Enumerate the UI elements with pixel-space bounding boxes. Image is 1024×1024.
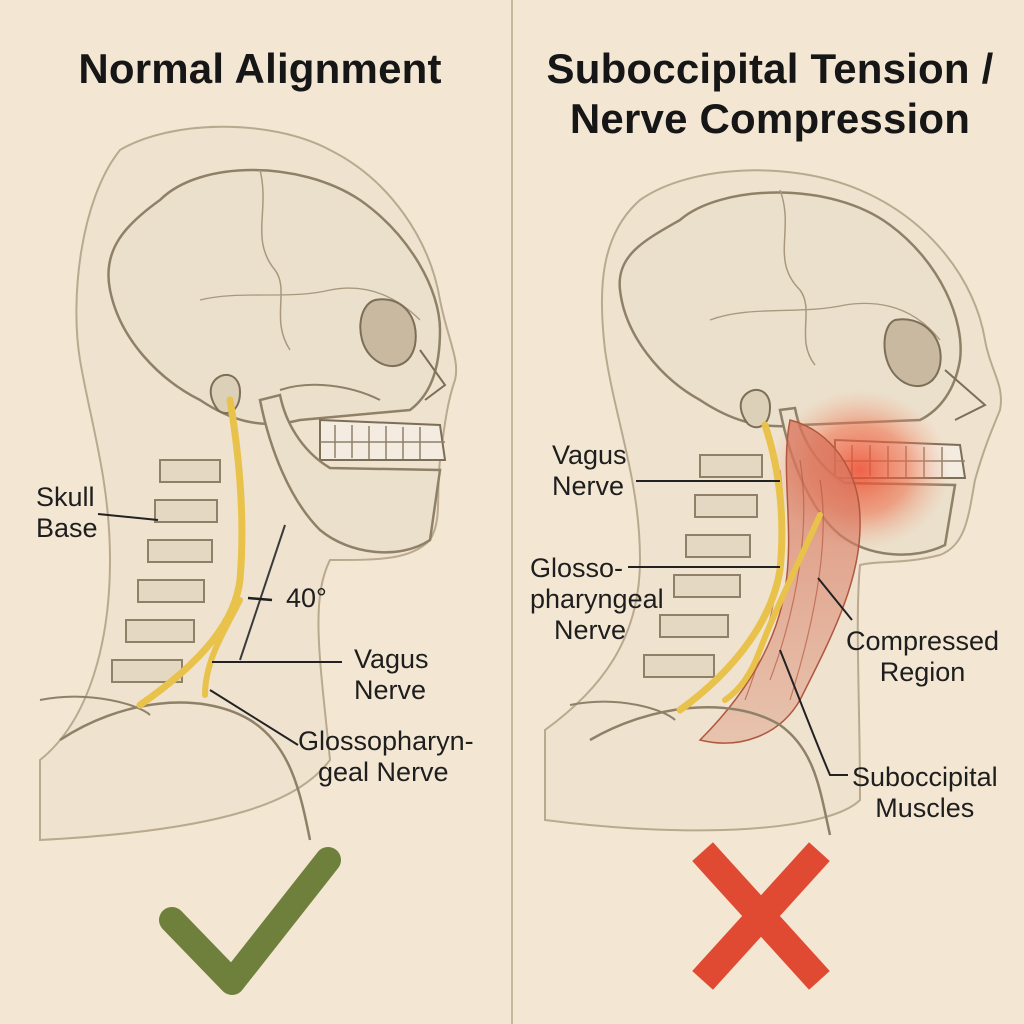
label-suboccipital-muscles: Suboccipital Muscles bbox=[852, 762, 998, 824]
right-title-line-2: Nerve Compression bbox=[569, 95, 971, 142]
label-compressed-line-1: Compressed bbox=[846, 626, 1000, 656]
right-panel-title: Suboccipital Tension / Nerve Compression bbox=[530, 44, 1010, 144]
label-angle: 40° bbox=[286, 583, 327, 613]
left-vagus-nerve bbox=[136, 396, 246, 709]
leader-glossopharyngeal-left bbox=[209, 689, 299, 746]
label-skull-base-line-2: Base bbox=[36, 513, 98, 543]
angle-reference-line bbox=[239, 524, 286, 661]
cross-icon bbox=[692, 842, 830, 990]
angle-marker bbox=[247, 596, 273, 602]
leader-suboccipital bbox=[779, 649, 848, 776]
check-icon bbox=[159, 847, 341, 995]
label-vagus-left-line-1: Vagus bbox=[354, 644, 429, 674]
left-panel-title: Normal Alignment bbox=[78, 45, 442, 92]
label-glossopharyngeal-left-line-1: Glossopharyn- bbox=[298, 726, 474, 756]
label-skull-base-line-1: Skull bbox=[36, 482, 95, 512]
label-glossopharyngeal-right-line-1: Glosso- bbox=[530, 553, 624, 583]
label-vagus-left-line-2: Nerve bbox=[354, 675, 427, 705]
left-spine bbox=[39, 459, 312, 841]
label-glossopharyngeal-left: Glossopharyn- geal Nerve bbox=[298, 726, 474, 788]
right-spine bbox=[569, 454, 832, 836]
label-skull-base: Skull Base bbox=[36, 482, 98, 544]
label-vagus-right-line-2: Nerve bbox=[552, 471, 625, 501]
leader-compressed-region bbox=[817, 577, 853, 621]
right-title-line-1: Suboccipital Tension / bbox=[546, 45, 994, 92]
leader-skull-base bbox=[97, 513, 159, 521]
suboccipital-muscle bbox=[698, 419, 861, 744]
right-vagus-nerve bbox=[676, 421, 786, 714]
label-glossopharyngeal-right-line-2: pharyngeal bbox=[530, 584, 664, 614]
label-vagus-right: Vagus Nerve bbox=[552, 440, 627, 502]
label-vagus-left: Vagus Nerve bbox=[354, 644, 429, 706]
left-glossopharyngeal-nerve bbox=[202, 597, 243, 698]
label-glossopharyngeal-left-line-2: geal Nerve bbox=[318, 757, 449, 787]
label-suboccipital-line-2: Muscles bbox=[875, 793, 975, 823]
right-glossopharyngeal-nerve bbox=[722, 512, 823, 703]
label-compressed-line-2: Region bbox=[879, 657, 966, 687]
label-suboccipital-line-1: Suboccipital bbox=[852, 762, 998, 792]
label-glossopharyngeal-right-line-3: Nerve bbox=[554, 615, 627, 645]
label-compressed-region: Compressed Region bbox=[846, 626, 999, 688]
label-vagus-right-line-1: Vagus bbox=[552, 440, 627, 470]
label-glossopharyngeal-right: Glosso- pharyngeal Nerve bbox=[530, 553, 664, 646]
